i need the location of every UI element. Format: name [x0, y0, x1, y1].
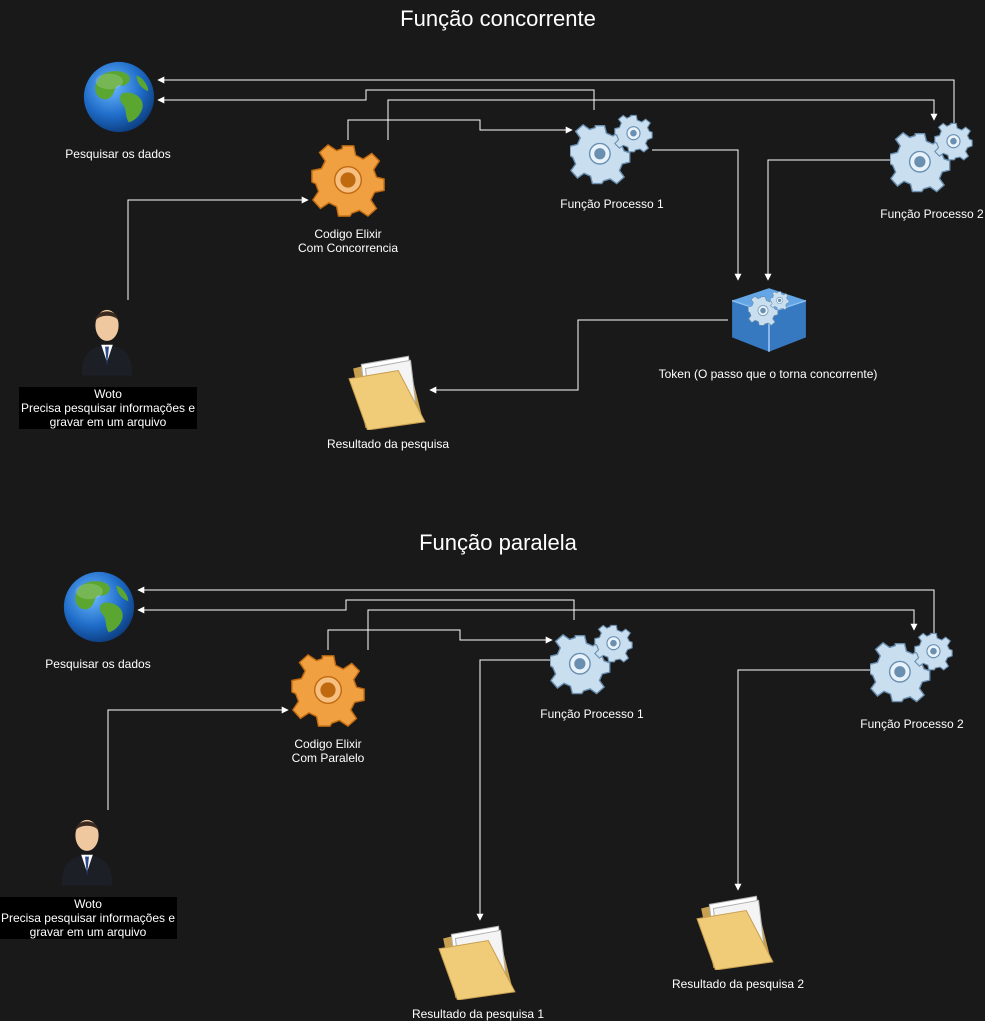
process1-label: Função Processo 1: [560, 197, 664, 211]
businessman-icon: [81, 309, 133, 376]
edge-process2-to-globe: [157, 76, 955, 124]
process1-label-parallel: Função Processo 1: [540, 707, 644, 721]
code-label: Codigo Elixir Com Concorrencia: [298, 227, 398, 255]
code-label-parallel: Codigo Elixir Com Paralelo: [292, 737, 365, 765]
user-desc-line2-parallel: gravar em um arquivo: [29, 925, 147, 939]
concurrent-connectors: [127, 76, 955, 394]
edge-code-to-process2: [387, 99, 938, 140]
folder-icon: [348, 355, 426, 430]
code-label-line2-parallel: Com Paralelo: [291, 751, 365, 765]
parallel-connectors: [107, 586, 935, 921]
section-title-parallel: Função paralela: [419, 530, 577, 555]
gear-icon: [291, 654, 365, 727]
process2-label: Função Processo 2: [880, 207, 984, 221]
code-label-line1: Codigo Elixir: [314, 227, 382, 241]
edge-user-to-code-parallel: [107, 706, 289, 810]
cube-gears-icon: [732, 288, 806, 352]
edge-process1-to-result1: [476, 659, 552, 921]
edge-process2-to-globe-parallel: [137, 586, 935, 634]
user-label-parallel: Woto Precisa pesquisar informações e gra…: [0, 897, 178, 939]
folder-icon: [696, 895, 774, 970]
edge-code-to-process1-parallel: [327, 629, 553, 650]
globe-label: Pesquisar os dados: [65, 147, 171, 161]
gear-icon: [311, 144, 385, 217]
edge-token-to-result: [429, 319, 728, 394]
user-name-parallel: Woto: [74, 897, 102, 911]
user-name: Woto: [94, 387, 122, 401]
edge-process1-to-globe-parallel: [137, 599, 575, 620]
globe-icon: [83, 61, 155, 133]
user-desc-line1-parallel: Precisa pesquisar informações e: [0, 911, 176, 925]
process2-label-parallel: Função Processo 2: [860, 717, 964, 731]
gears-icon: [890, 122, 973, 193]
gears-icon: [570, 114, 653, 185]
edge-process1-to-token: [652, 149, 742, 281]
result2-label: Resultado da pesquisa 2: [671, 977, 805, 991]
edge-user-to-code: [127, 196, 309, 300]
section-title-concurrent: Função concorrente: [400, 6, 596, 31]
gears-icon: [550, 624, 633, 695]
code-label-line1-parallel: Codigo Elixir: [294, 737, 362, 751]
edge-process2-to-token: [764, 159, 892, 281]
globe-label-parallel: Pesquisar os dados: [45, 657, 151, 671]
edge-process1-to-globe: [157, 89, 595, 110]
user-label: Woto Precisa pesquisar informações e gra…: [18, 387, 198, 429]
code-label-line2: Com Concorrencia: [297, 241, 399, 255]
token-label: Token (O passo que o torna concorrente): [658, 367, 878, 381]
gears-icon: [870, 632, 953, 703]
user-desc-line2: gravar em um arquivo: [49, 415, 167, 429]
globe-icon: [63, 571, 135, 643]
result-label: Resultado da pesquisa: [326, 437, 450, 451]
user-desc-line1: Precisa pesquisar informações e: [20, 401, 196, 415]
businessman-icon: [61, 819, 113, 886]
edge-process2-to-result2: [734, 669, 872, 891]
edge-code-to-process1: [347, 119, 573, 140]
folder-icon: [438, 925, 516, 1000]
edge-code-to-process2-parallel: [367, 609, 918, 650]
result1-label: Resultado da pesquisa 1: [411, 1007, 545, 1021]
